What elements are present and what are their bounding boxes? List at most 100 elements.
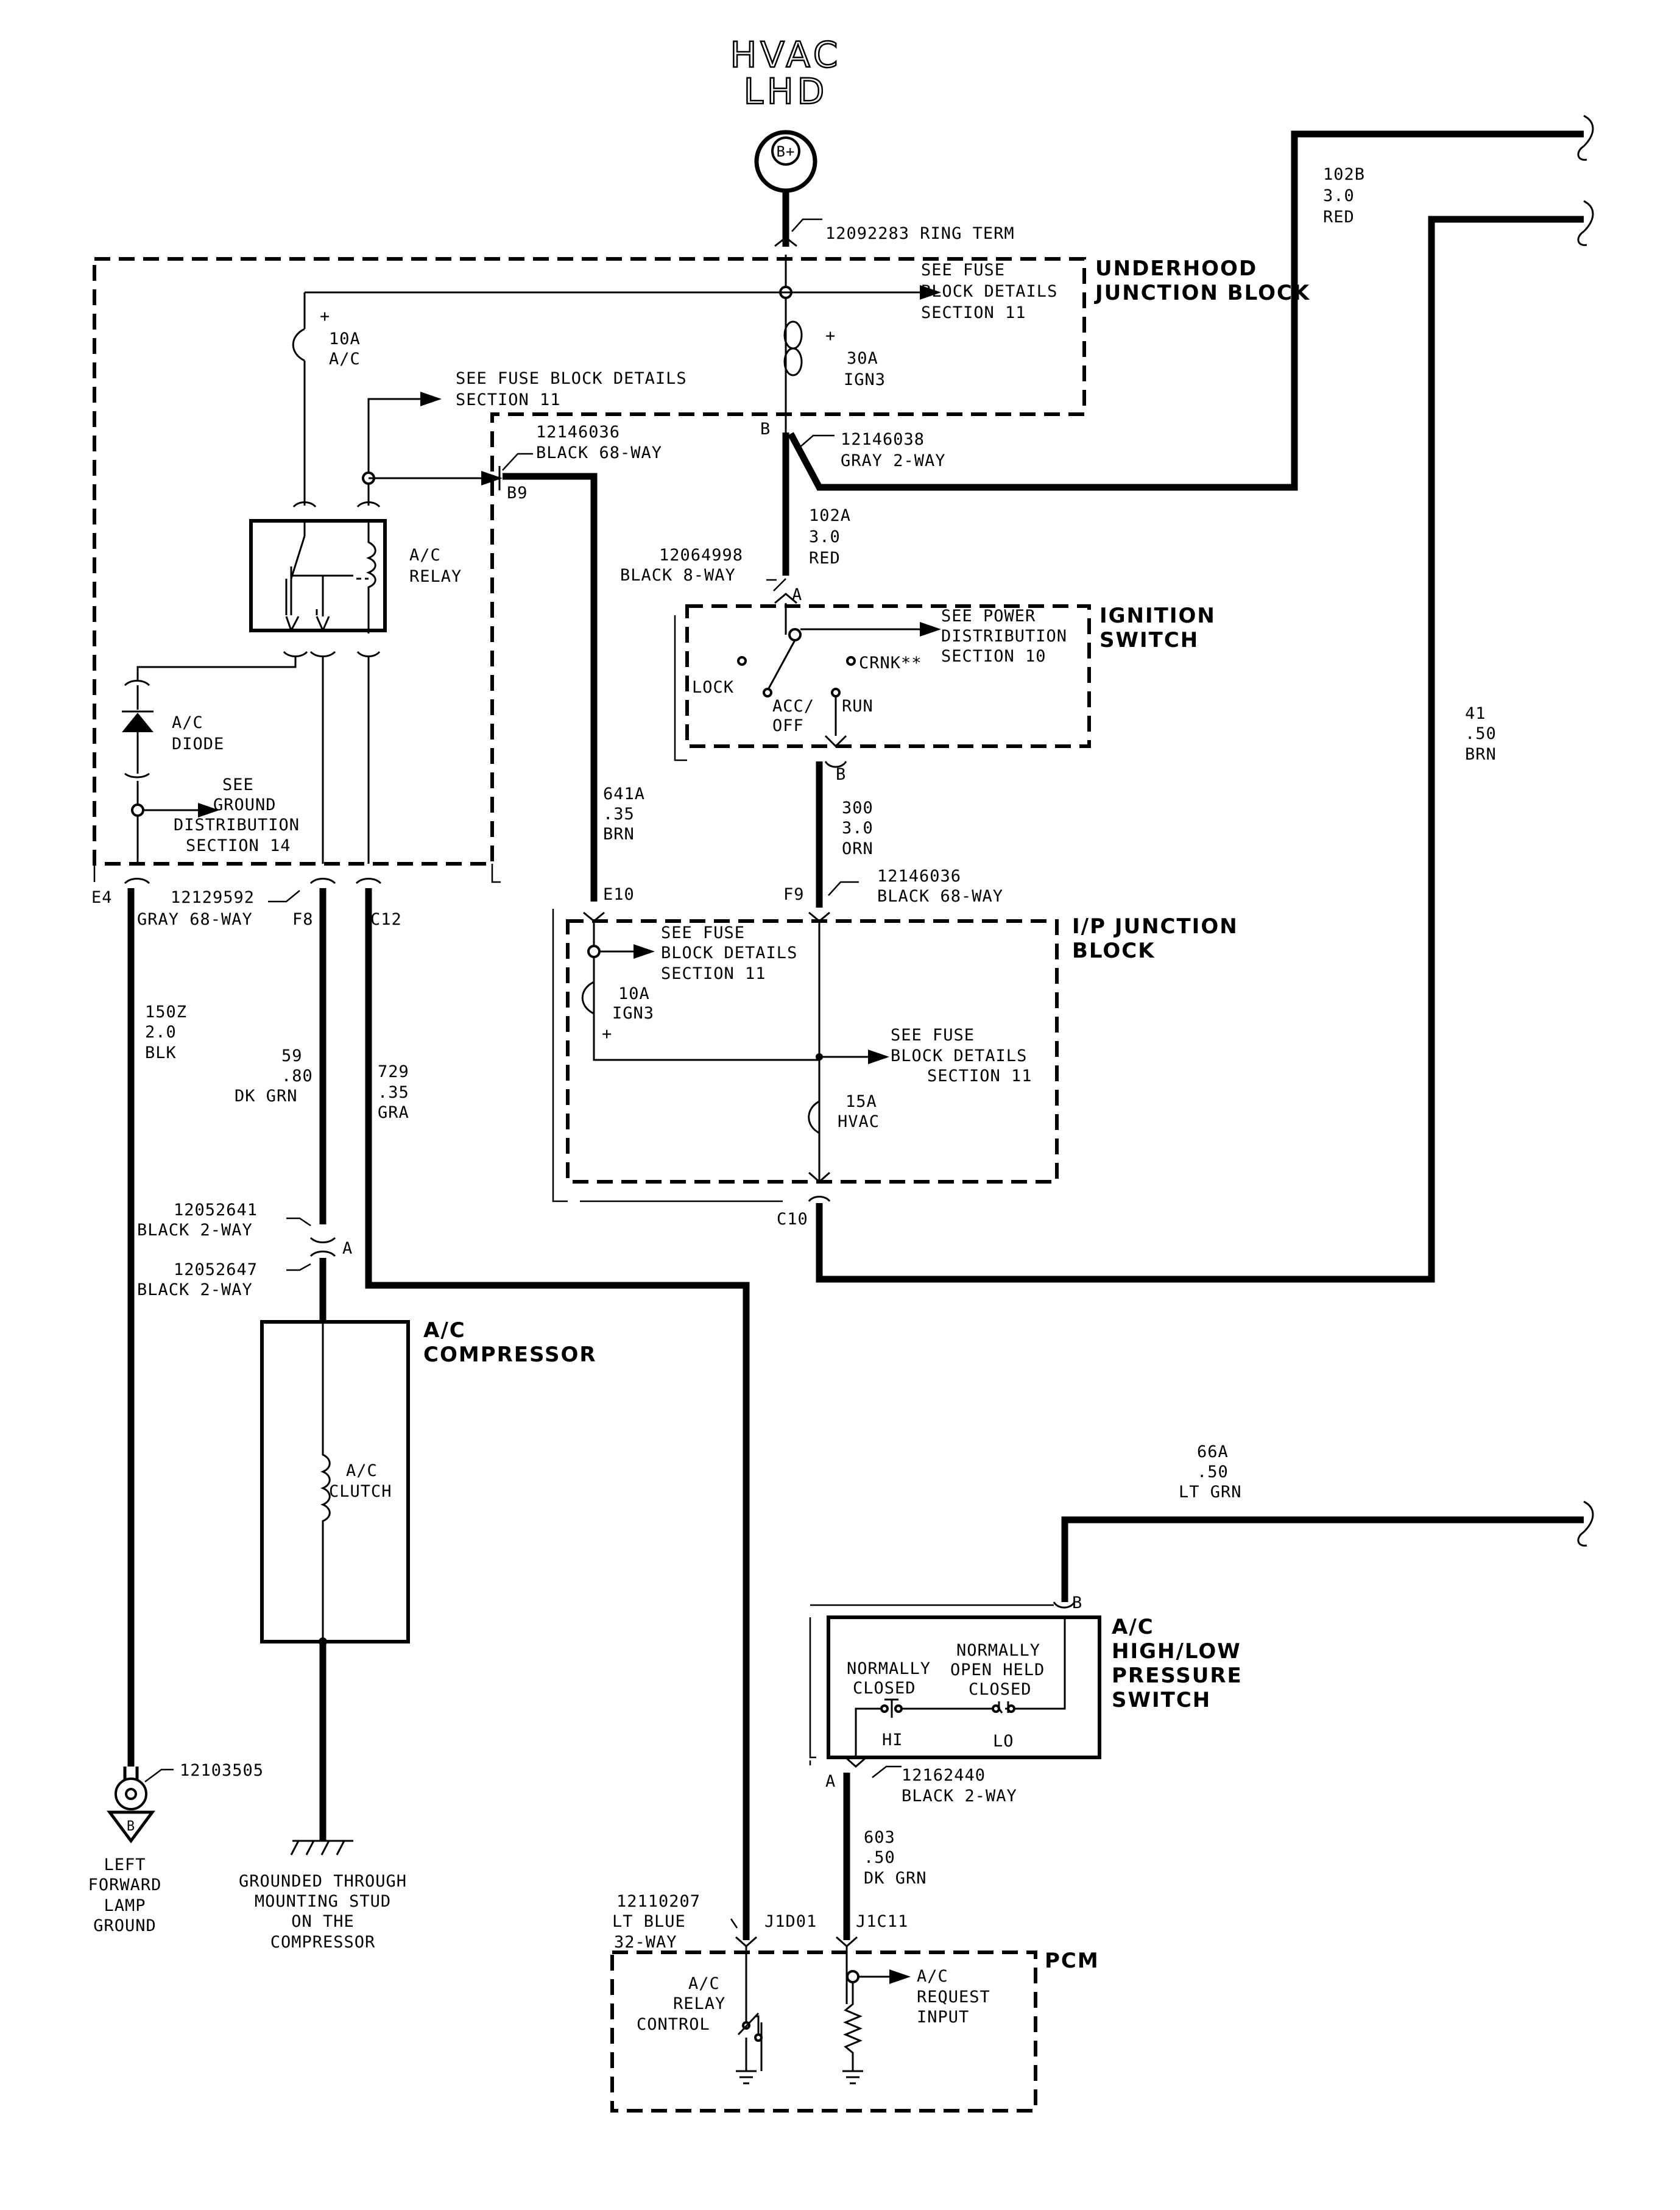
ac-diode xyxy=(122,680,154,778)
underhood-pin-b: B xyxy=(760,420,771,439)
w102b-2: 3.0 xyxy=(1323,186,1355,205)
comp-conn2-1: 12052647 xyxy=(174,1260,258,1279)
ground-dist-4: SECTION 14 xyxy=(186,836,291,855)
w102a-1: 102A xyxy=(809,506,851,525)
ip-see-fuse-b-3: SECTION 11 xyxy=(927,1067,1032,1086)
w59-1: 59 xyxy=(281,1047,303,1065)
ps-nc-2: CLOSED xyxy=(853,1679,916,1698)
fuse-10a-ac-rating: 10A xyxy=(329,330,361,348)
ps-no-2: OPEN HELD xyxy=(950,1661,1045,1679)
pcm-relay-control-3: CONTROL xyxy=(637,2015,710,2034)
ps-pin-a: A xyxy=(825,1772,836,1791)
w59-2: .80 xyxy=(281,1067,313,1086)
ignition-off: OFF xyxy=(772,716,804,735)
ps-pin-b: B xyxy=(1072,1594,1082,1612)
w66a-1: 66A xyxy=(1197,1442,1229,1461)
pcm-conn-3: 32-WAY xyxy=(614,1933,677,1952)
ignition-title1: IGNITION xyxy=(1099,604,1216,628)
ac-diode-label-1: A/C xyxy=(172,713,203,732)
w59-3: DK GRN xyxy=(235,1087,298,1106)
w603-2: .50 xyxy=(864,1848,895,1867)
comp-ground-2: MOUNTING STUD xyxy=(255,1892,391,1911)
ignition-pin-a: A xyxy=(792,585,802,604)
ip-see-fuse-a-2: BLOCK DETAILS xyxy=(661,944,797,962)
pcm-module: PCM xyxy=(610,1949,1099,2113)
fuse-10a-ac-polarity: + xyxy=(320,307,330,326)
w102b-3: RED xyxy=(1323,208,1355,227)
pin-f8: F8 xyxy=(292,910,314,929)
ip-fuse10-name: IGN3 xyxy=(612,1004,654,1023)
underhood-see-fuse2-1: SEE FUSE BLOCK DETAILS xyxy=(456,369,687,388)
w300-2: 3.0 xyxy=(842,819,874,838)
pcm-pin-j1c11: J1C11 xyxy=(856,1912,908,1931)
ignition-see-power-1: SEE POWER xyxy=(941,607,1036,626)
ignition-see-power-3: SECTION 10 xyxy=(941,647,1046,666)
w641a-1: 641A xyxy=(603,785,645,803)
pcm-conn-1: 12110207 xyxy=(616,1892,701,1911)
w66a-3: LT GRN xyxy=(1179,1483,1242,1502)
w729-1: 729 xyxy=(378,1062,409,1081)
ps-no-3: CLOSED xyxy=(969,1680,1032,1699)
ip-fuse15-rating: 15A xyxy=(845,1092,877,1111)
w300-3: ORN xyxy=(842,839,874,858)
ground-dist-3: DISTRIBUTION xyxy=(174,816,300,835)
ignition-conn-2: BLACK 8-WAY xyxy=(620,566,736,585)
pcm-pin-j1d01: J1D01 xyxy=(764,1912,817,1931)
comp-title1: A/C xyxy=(423,1318,466,1343)
fuse-10a-ac-name: A/C xyxy=(329,350,361,369)
ps-title-1: A/C xyxy=(1112,1615,1154,1639)
ps-no-1: NORMALLY xyxy=(956,1641,1040,1660)
ps-title-3: PRESSURE xyxy=(1112,1664,1243,1688)
ip-pin-f9: F9 xyxy=(783,885,805,904)
ignition-switch: IGNITION SWITCH xyxy=(674,604,1216,761)
ps-hi: HI xyxy=(882,1731,903,1749)
ac-pressure-switch: A/C HIGH/LOW PRESSURE SWITCH xyxy=(809,1604,1243,1759)
ip-title2: BLOCK xyxy=(1072,939,1156,963)
underhood-title2: JUNCTION BLOCK xyxy=(1094,281,1310,305)
pcm-request-2: REQUEST xyxy=(917,1988,990,2007)
ac-diode-label-2: DIODE xyxy=(172,735,224,754)
battery-terminal: B+ xyxy=(754,130,817,193)
fuse-30a-ign3 xyxy=(783,320,803,376)
ps-nc-1: NORMALLY xyxy=(847,1659,931,1678)
pcm-request-3: INPUT xyxy=(917,2008,969,2027)
ip-see-fuse-a-1: SEE FUSE xyxy=(661,923,745,942)
comp-ground-3: ON THE xyxy=(291,1912,355,1931)
pcm-title: PCM xyxy=(1045,1949,1099,1973)
w603-1: 603 xyxy=(864,1828,895,1847)
ground-dist-1: SEE xyxy=(222,775,254,794)
ignition-run: RUN xyxy=(842,697,874,716)
ignition-see-power-2: DISTRIBUTION xyxy=(941,627,1067,646)
w641a-2: .35 xyxy=(603,805,635,824)
ip-pin-c10: C10 xyxy=(777,1210,808,1229)
underhood-conn-right-2: GRAY 2-WAY xyxy=(841,451,946,470)
pin-c12: C12 xyxy=(370,910,402,929)
underhood-bottom-conn-1: 12129592 xyxy=(171,888,255,907)
w41-2: .50 xyxy=(1465,724,1497,743)
underhood-conn-left-1: 12146036 xyxy=(536,423,620,442)
comp-title2: COMPRESSOR xyxy=(423,1343,597,1367)
ip-see-fuse-b-1: SEE FUSE xyxy=(891,1026,975,1045)
ps-conn-2: BLACK 2-WAY xyxy=(902,1787,1017,1806)
underhood-pin-b9: B9 xyxy=(507,484,528,503)
underhood-bottom-conn-2: GRAY 68-WAY xyxy=(137,910,253,929)
comp-ground-1: GROUNDED THROUGH xyxy=(239,1872,407,1891)
underhood-see-fuse2-2: SECTION 11 xyxy=(456,390,561,409)
ip-fuse10-polarity: + xyxy=(602,1025,612,1043)
w102b-1: 102B xyxy=(1323,165,1365,184)
w66a-2: .50 xyxy=(1197,1463,1229,1481)
battery-symbol: B+ xyxy=(777,143,796,160)
ip-see-fuse-a-3: SECTION 11 xyxy=(661,964,766,983)
w41-1: 41 xyxy=(1465,704,1486,723)
ac-compressor: A/C COMPRESSOR xyxy=(260,1318,597,1643)
ip-title1: I/P JUNCTION xyxy=(1072,914,1238,939)
fuse-30a-rating: 30A xyxy=(847,349,878,368)
underhood-see-fuse-3: SECTION 11 xyxy=(921,303,1026,322)
underhood-see-fuse-2: BLOCK DETAILS xyxy=(921,282,1057,301)
comp-conn1-1: 12052641 xyxy=(174,1201,258,1220)
ignition-acc: ACC/ xyxy=(772,697,814,716)
fuse-30a-name: IGN3 xyxy=(844,370,886,389)
ignition-crnk: CRNK** xyxy=(859,654,922,673)
underhood-see-fuse-1: SEE FUSE xyxy=(921,261,1005,280)
